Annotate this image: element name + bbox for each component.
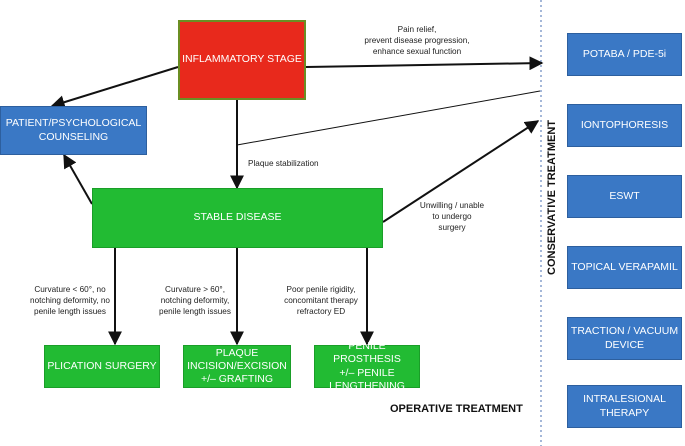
label-plaque-stabilization: Plaque stabilization	[248, 159, 319, 168]
conservative-item-traction-vacuum: TRACTION / VACUUM DEVICE	[567, 317, 682, 360]
plaque-incision-box: PLAQUE INCISION/EXCISION +/– GRAFTING	[183, 345, 291, 388]
penile-prosthesis-box: PENILE PROSTHESIS +/– PENILE LENGTHENING	[314, 340, 420, 392]
conservative-item-topical-verapamil: TOPICAL VERAPAMIL	[567, 246, 682, 289]
conservative-treatment-heading: CONSERVATIVE TREATMENT	[546, 119, 558, 275]
arrow-inflammatory-to-conservative	[305, 56, 544, 71]
conservative-item-intralesional: INTRALESIONAL THERAPY	[567, 385, 682, 428]
label-pain-relief: Pain relief, prevent disease progression…	[364, 25, 470, 57]
label-curvature-lt: Curvature < 60°, no notching deformity, …	[30, 285, 110, 317]
label-poor-rigidity: Poor penile rigidity, concomitant therap…	[284, 285, 358, 317]
inflammatory-stage-box: INFLAMMATORY STAGE	[178, 20, 306, 100]
arrow-stable-to-counseling	[63, 153, 93, 205]
arrow-inflammatory-to-counseling	[50, 66, 179, 109]
label-unwilling: Unwilling / unable to undergo surgery	[419, 201, 485, 233]
conservative-item-eswt: ESWT	[567, 175, 682, 218]
counseling-box: PATIENT/PSYCHOLOGICAL COUNSELING	[0, 106, 147, 155]
label-curvature-gt: Curvature > 60°, notching deformity, pen…	[159, 285, 231, 317]
conservative-item-potaba: POTABA / PDE-5i	[567, 33, 682, 76]
stable-disease-box: STABLE DISEASE	[92, 188, 383, 248]
conservative-item-iontophoresis: IONTOPHORESIS	[567, 104, 682, 147]
plication-surgery-box: PLICATION SURGERY	[44, 345, 160, 388]
operative-treatment-heading: OPERATIVE TREATMENT	[390, 403, 523, 415]
